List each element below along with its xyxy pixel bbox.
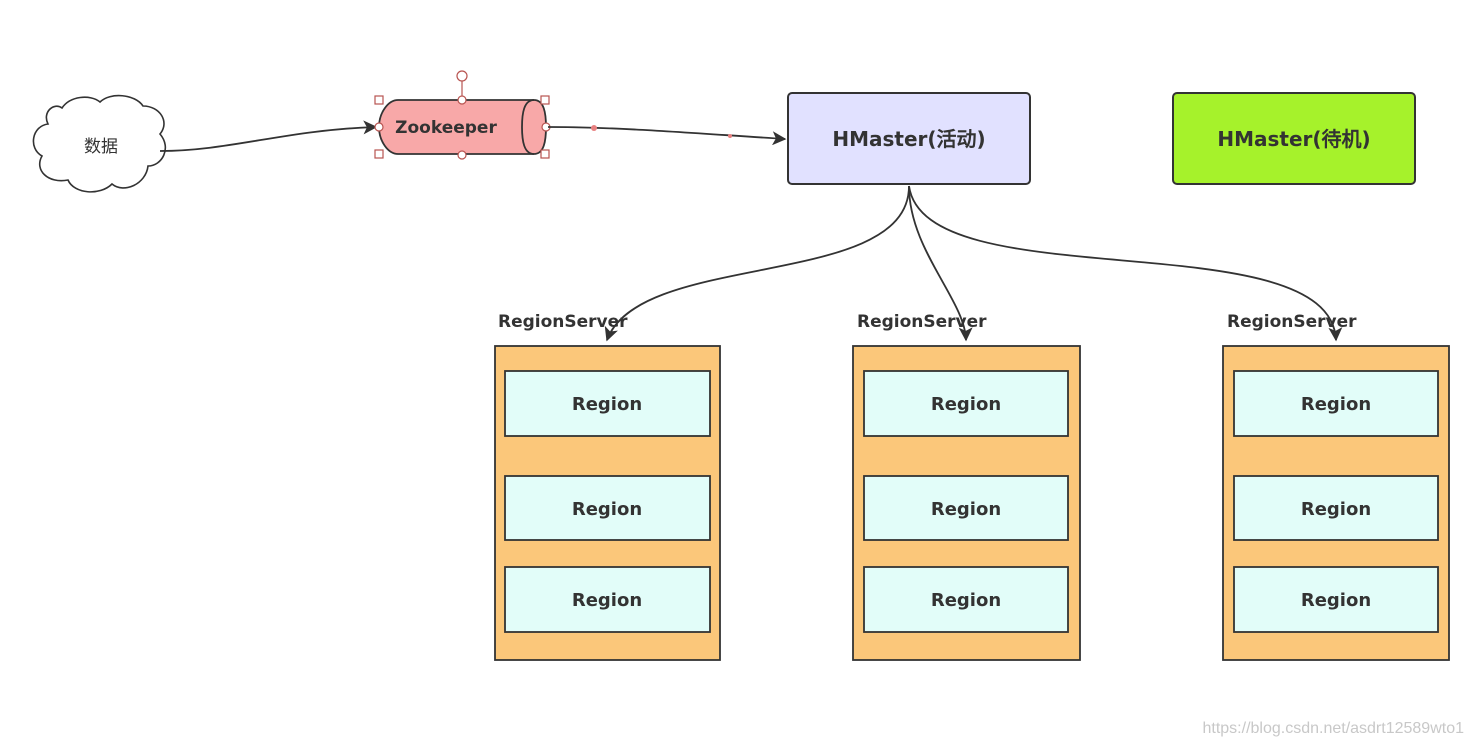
- region-box[interactable]: Region: [504, 475, 711, 541]
- regionserver-label: RegionServer: [857, 312, 987, 332]
- edge-zookeeper-to-hmaster: [547, 126, 787, 146]
- zookeeper-label: Zookeeper: [395, 118, 497, 138]
- resize-handle-bl[interactable]: [374, 149, 384, 159]
- regionserver-3[interactable]: RegionServer Region Region Region: [1222, 312, 1450, 661]
- region-rect: [504, 566, 711, 633]
- hmaster-active-label: HMaster(活动): [832, 127, 985, 151]
- region-box[interactable]: Region: [863, 475, 1069, 541]
- rotate-handle[interactable]: [456, 70, 468, 82]
- region-box[interactable]: Region: [1233, 475, 1439, 541]
- hmaster-active-box: [787, 92, 1031, 185]
- regionserver-2[interactable]: RegionServer Region Region Region: [852, 312, 1081, 661]
- region-rect: [863, 566, 1069, 633]
- edge-hmaster-to-regionserver-2: [908, 185, 973, 342]
- region-box[interactable]: Region: [504, 566, 711, 633]
- edge-data-to-zookeeper: [159, 120, 378, 152]
- region-label: Region: [1301, 499, 1371, 520]
- regionserver-1[interactable]: RegionServer Region Region Region: [494, 312, 721, 661]
- region-box[interactable]: Region: [863, 566, 1069, 633]
- region-rect: [1233, 370, 1439, 437]
- zookeeper-node[interactable]: Zookeeper: [378, 99, 547, 155]
- edge-hmaster-to-regionserver-3: [908, 185, 1343, 342]
- watermark-text: https://blog.csdn.net/asdrt12589wto1: [1202, 720, 1464, 737]
- hmaster-standby-label: HMaster(待机): [1217, 127, 1370, 151]
- hmaster-standby-box: [1172, 92, 1416, 185]
- region-rect: [863, 370, 1069, 437]
- region-rect: [863, 475, 1069, 541]
- regionserver-label: RegionServer: [1227, 312, 1357, 332]
- region-rect: [504, 475, 711, 541]
- zookeeper-cylinder-rim: [521, 99, 535, 155]
- hmaster-active-node[interactable]: HMaster(活动): [787, 92, 1031, 185]
- edge-waypoint-dot: [728, 134, 732, 138]
- region-box[interactable]: Region: [504, 370, 711, 437]
- region-box[interactable]: Region: [1233, 566, 1439, 633]
- region-rect: [1233, 566, 1439, 633]
- data-source-label: 数据: [84, 137, 118, 157]
- region-label: Region: [1301, 590, 1371, 611]
- region-label: Region: [931, 499, 1001, 520]
- resize-handle-tl[interactable]: [374, 95, 384, 105]
- resize-handle-br[interactable]: [540, 149, 550, 159]
- region-box[interactable]: Region: [1233, 370, 1439, 437]
- regionserver-label: RegionServer: [498, 312, 628, 332]
- selection-handles[interactable]: [374, 70, 551, 160]
- region-label: Region: [1301, 394, 1371, 415]
- region-label: Region: [572, 499, 642, 520]
- resize-handle-tr[interactable]: [540, 95, 550, 105]
- region-rect: [504, 370, 711, 437]
- region-label: Region: [572, 394, 642, 415]
- region-label: Region: [931, 590, 1001, 611]
- region-rect: [1233, 475, 1439, 541]
- region-label: Region: [931, 394, 1001, 415]
- edge-hmaster-to-regionserver-1: [604, 185, 910, 342]
- edge-waypoint-dot: [591, 125, 597, 131]
- connect-point-top[interactable]: [457, 95, 467, 105]
- hmaster-standby-node[interactable]: HMaster(待机): [1172, 92, 1416, 185]
- data-source-cloud[interactable]: 数据: [32, 94, 166, 193]
- connect-point-bottom[interactable]: [457, 150, 467, 160]
- connect-point-left[interactable]: [374, 122, 384, 132]
- region-box[interactable]: Region: [863, 370, 1069, 437]
- cloud-shape: [32, 94, 166, 193]
- region-label: Region: [572, 590, 642, 611]
